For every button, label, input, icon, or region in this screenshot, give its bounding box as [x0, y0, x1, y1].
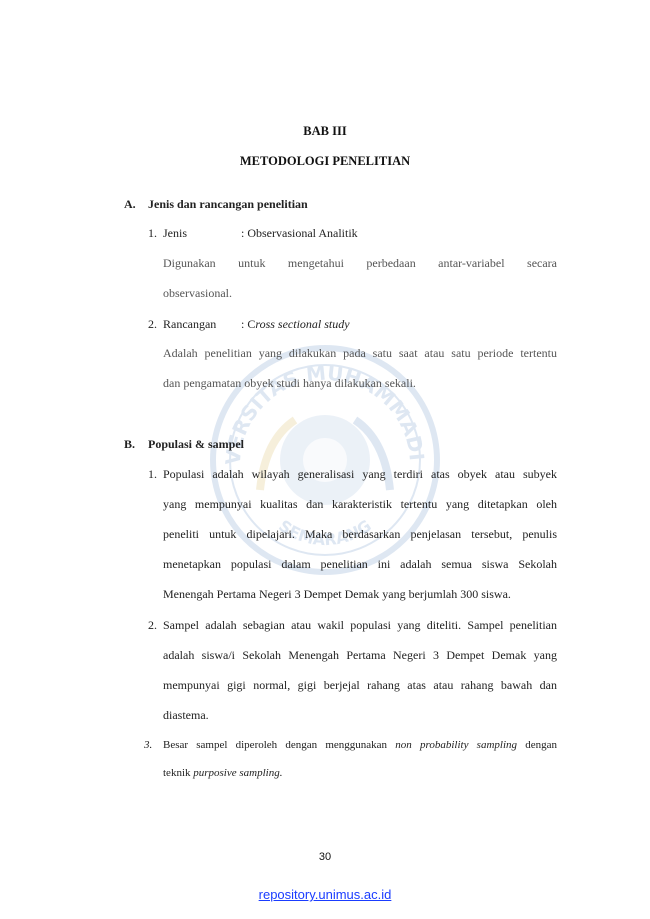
section-b-item1-line: Populasi adalah wilayah generalisasi yan… — [163, 467, 557, 481]
section-a-item2-value-prefix: : C — [241, 317, 256, 331]
section-a-item2-value-italic: ross sectional study — [255, 317, 350, 331]
chapter-heading: BAB III — [303, 124, 347, 138]
section-b-title: Populasi & sampel — [148, 437, 245, 451]
section-b-item3-line1-italic: non probability sampling — [395, 739, 518, 751]
section-b-item1-line: Menengah Pertama Negeri 3 Dempet Demak y… — [163, 587, 511, 601]
section-b-item2-line: diastema. — [163, 708, 209, 722]
section-b-item2-line: mempunyai gigi normal, gigi berjejal rah… — [163, 678, 557, 692]
section-a-item2-value: : Cross sectional study — [241, 309, 350, 339]
section-a-item2-desc-line2: dan pengamatan obyek studi hanya dilakuk… — [163, 376, 416, 390]
section-b-item2-line: adalah siswa/i Sekolah Menengah Pertama … — [163, 648, 557, 662]
section-b-item2-num: 2. — [148, 618, 157, 632]
section-b-item3-line2-a: teknik — [163, 767, 194, 779]
section-b-letter: B. — [124, 437, 136, 451]
section-b-item1-line: menetapkan populasi dalam penelitian ini… — [163, 557, 557, 571]
section-b-item3-line1-a: Besar sampel diperoleh dengan menggunaka… — [163, 739, 396, 751]
section-a-item1-desc-line2: observasional. — [163, 286, 232, 300]
section-a-item2-label: Rancangan — [163, 317, 217, 331]
section-b-item3-line2: teknik purposive sampling. — [163, 767, 282, 779]
section-a-item1-value: : Observasional Analitik — [241, 226, 358, 240]
section-a-title: Jenis dan rancangan penelitian — [148, 197, 308, 211]
section-a-item2-num: 2. — [148, 317, 157, 331]
section-a-item2-desc-line1: Adalah penelitian yang dilakukan pada sa… — [163, 346, 557, 360]
section-b-item1-num: 1. — [148, 467, 157, 481]
section-a-letter: A. — [124, 197, 136, 211]
section-a-item1-label: Jenis — [163, 226, 187, 240]
section-b-item3-line1-b: dengan — [517, 739, 557, 751]
section-b-item1-line: peneliti untuk dipelajari. Maka berdasar… — [163, 527, 557, 541]
section-b-item3-line2-italic: purposive sampling. — [193, 767, 283, 779]
page-title: METODOLOGI PENELITIAN — [239, 154, 411, 168]
section-a-item1-num: 1. — [148, 226, 157, 240]
section-b-item1-line: yang mempunyai kualitas dan karakteristi… — [163, 497, 557, 511]
section-b-item3-num: 3. — [144, 739, 153, 751]
page-number: 30 — [318, 851, 332, 863]
section-b-item3-line1: Besar sampel diperoleh dengan menggunaka… — [163, 739, 557, 751]
section-a-item1-desc-line1: Digunakan untuk mengetahui perbedaan ant… — [163, 256, 557, 270]
section-b-item2-line: Sampel adalah sebagian atau wakil popula… — [163, 618, 557, 632]
university-logo-watermark: UNIVERSITAS MUHAMMADIYAH SEMARANG — [205, 340, 440, 575]
repository-link[interactable]: repository.unimus.ac.id — [258, 887, 392, 902]
